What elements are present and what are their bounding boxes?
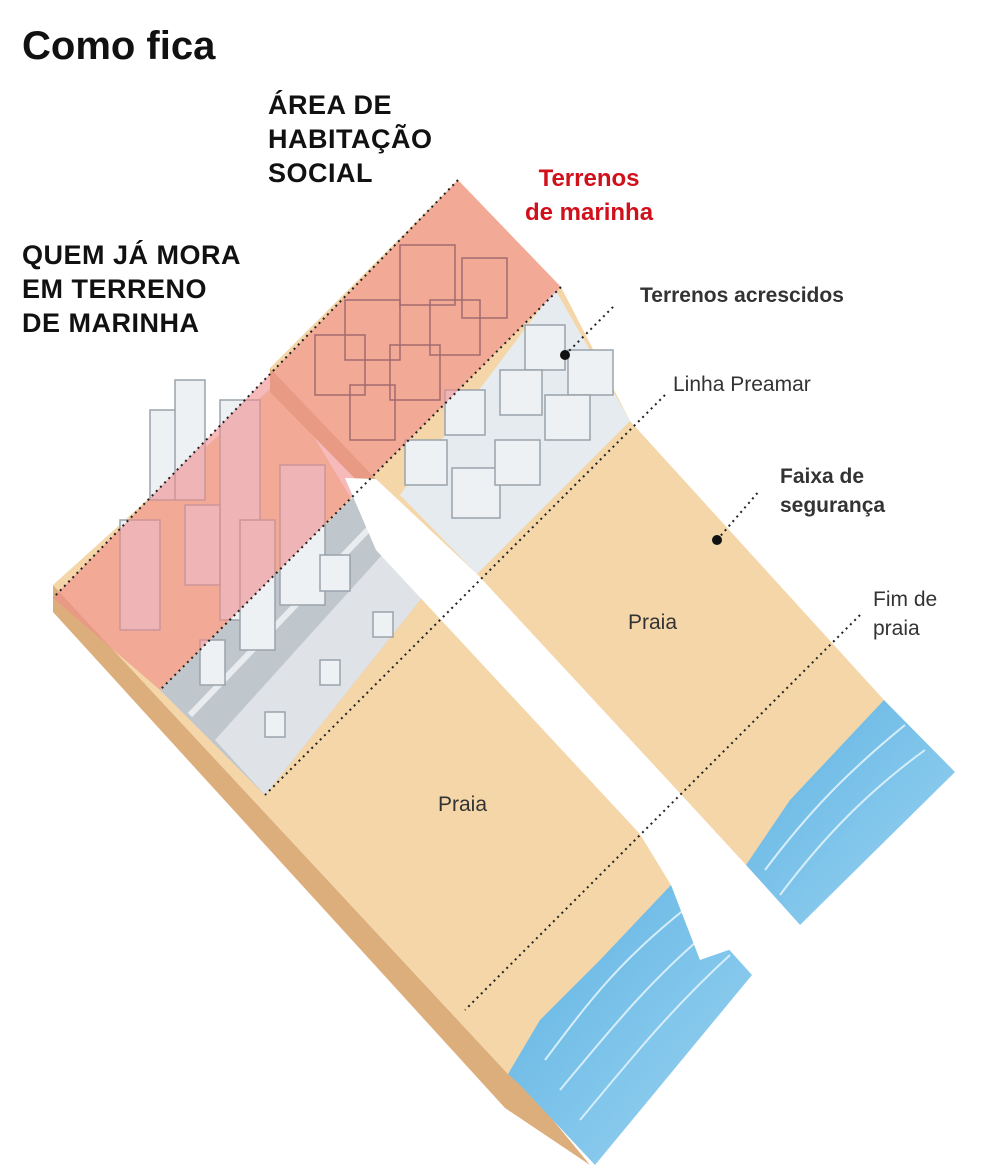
label-line: HABITAÇÃO [268, 124, 433, 154]
label-line: EM TERRENO [22, 274, 208, 304]
faixa-leader [716, 489, 761, 541]
label-line: Terrenos [538, 165, 640, 192]
label-line: segurança [780, 494, 886, 517]
houses [404, 324, 614, 519]
label-line: praia [873, 617, 920, 640]
label-praia-left: Praia [438, 793, 488, 816]
label-terrenos-acrescidos: Terrenos acrescidos [640, 284, 844, 307]
label-line: de marinha [525, 199, 654, 226]
label-fim-de-praia: Fim de praia [873, 585, 937, 643]
label-line: ÁREA DE [268, 90, 393, 120]
left-strip-side [53, 585, 590, 1165]
label-line: QUEM JÁ MORA [22, 240, 242, 270]
street-area [160, 490, 440, 795]
label-linha-preamar: Linha Preamar [673, 373, 811, 396]
strip-gap [345, 478, 800, 960]
label-terrenos-de-marinha: Terrenos de marinha [525, 162, 653, 230]
label-line: DE MARINHA [22, 308, 200, 338]
label-faixa-de-seguranca: Faixa de segurança [780, 462, 885, 520]
linha-preamar-line [264, 394, 666, 796]
label-praia-right: Praia [628, 611, 678, 634]
label-line: Fim de [873, 588, 938, 611]
terrenos-de-marinha-band [53, 180, 561, 690]
social-houses [314, 244, 508, 441]
acrescidos-marker [560, 350, 570, 360]
left-strip-sea [508, 885, 752, 1165]
label-line: Faixa de [780, 465, 865, 488]
label-quem-ja-mora: QUEM JÁ MORA EM TERRENO DE MARINHA [22, 238, 241, 340]
label-area-habitacao-social: ÁREA DE HABITAÇÃO SOCIAL [268, 88, 432, 190]
faixa-marker [712, 535, 722, 545]
page-title: Como fica [22, 24, 216, 68]
boundary-lines [52, 179, 861, 1011]
marinha-outer-line [52, 179, 459, 599]
label-line: SOCIAL [268, 158, 374, 188]
